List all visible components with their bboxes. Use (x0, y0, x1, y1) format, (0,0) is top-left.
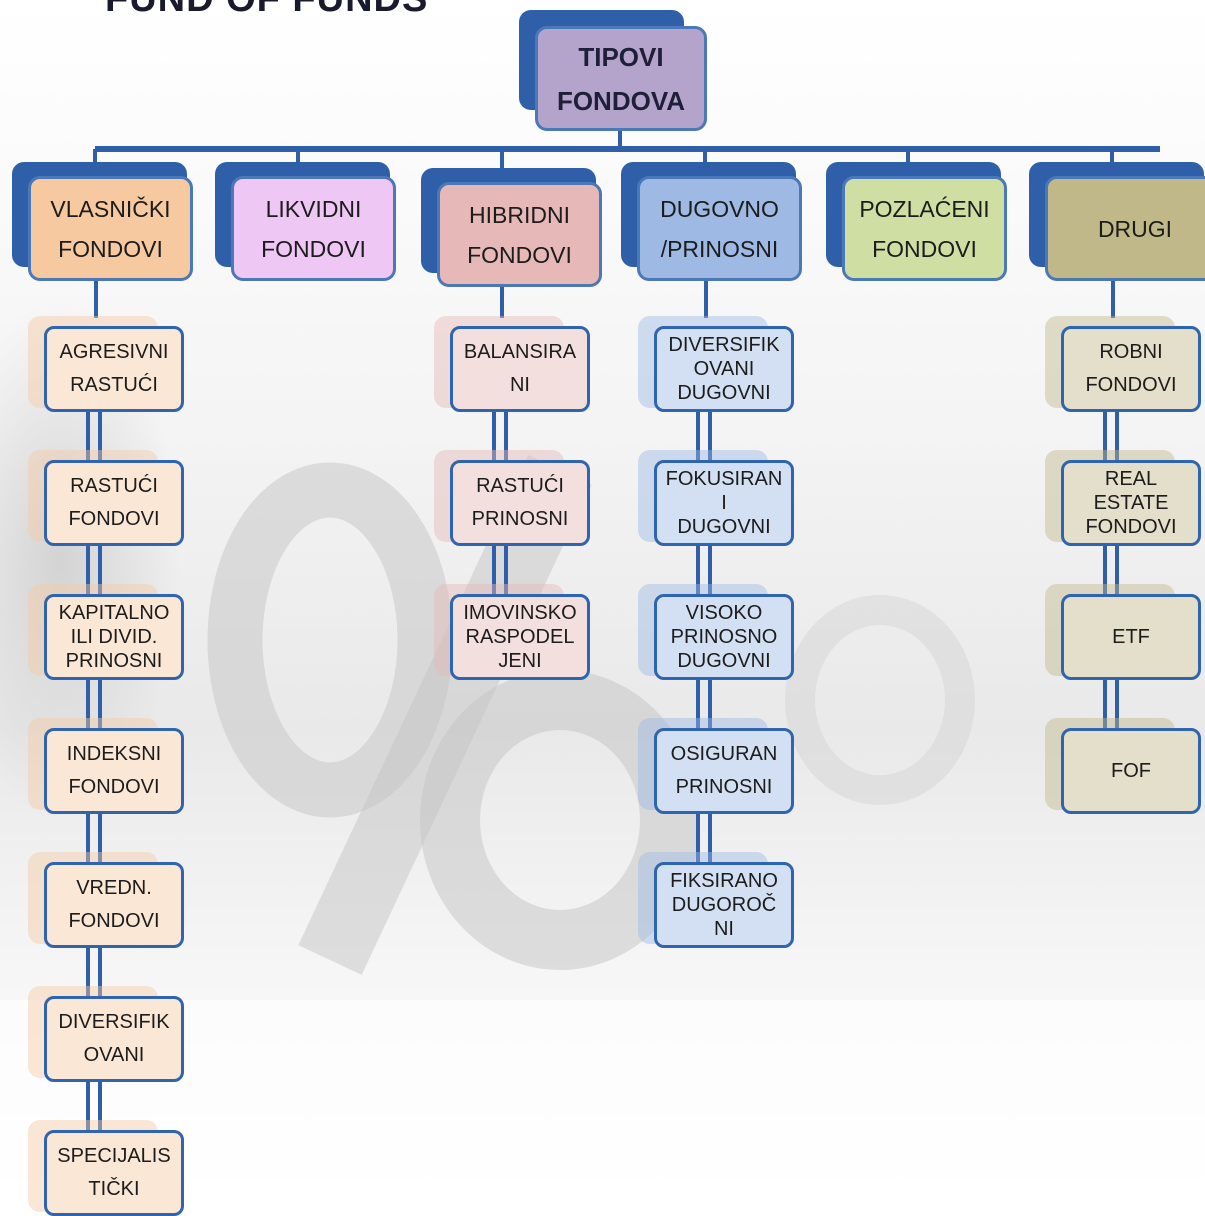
child-vlasnicki-4: VREDN. FONDOVI (44, 862, 184, 948)
child-vlasnicki-1-label: RASTUĆI FONDOVI (68, 475, 160, 530)
child-vlasnicki-4-label: VREDN. FONDOVI (68, 877, 160, 932)
child-vlasnicki-3: INDEKSNI FONDOVI (44, 728, 184, 814)
root-node: TIPOVI FONDOVA (535, 26, 707, 131)
category-likvidni: LIKVIDNI FONDOVI (231, 176, 396, 281)
child-drugi-3-label: FOF (1111, 759, 1151, 782)
category-drugi: DRUGI (1045, 176, 1205, 281)
child-vlasnicki-5-label: DIVERSIFIK OVANI (58, 1011, 170, 1066)
category-likvidni-label: LIKVIDNI FONDOVI (261, 195, 366, 262)
category-pozlaceni: POZLAĆENI FONDOVI (842, 176, 1007, 281)
category-drugi-label: DRUGI (1097, 215, 1173, 242)
category-hibridni: HIBRIDNI FONDOVI (437, 182, 602, 287)
child-hibridni-1: RASTUĆI PRINOSNI (450, 460, 590, 546)
category-vlasnicki-label: VLASNIČKI FONDOVI (50, 195, 171, 262)
category-hibridni-label: HIBRIDNI FONDOVI (467, 201, 572, 268)
child-drugi-0: ROBNI FONDOVI (1061, 326, 1201, 412)
child-dugovno-2: VISOKO PRINOSNO DUGOVNI (654, 594, 794, 680)
child-hibridni-1-label: RASTUĆI PRINOSNI (471, 475, 569, 530)
child-drugi-2: ETF (1061, 594, 1201, 680)
child-vlasnicki-2-label: KAPITALNO ILI DIVID. PRINOSNI (58, 602, 170, 672)
child-dugovno-4-label: FIKSIRANO DUGOROČ NI (670, 870, 778, 940)
child-vlasnicki-5: DIVERSIFIK OVANI (44, 996, 184, 1082)
child-dugovno-4: FIKSIRANO DUGOROČ NI (654, 862, 794, 948)
child-hibridni-2: IMOVINSKO RASPODEL JENI (450, 594, 590, 680)
category-pozlaceni-label: POZLAĆENI FONDOVI (859, 195, 990, 262)
child-dugovno-2-label: VISOKO PRINOSNO DUGOVNI (670, 602, 778, 672)
category-vlasnicki: VLASNIČKI FONDOVI (28, 176, 193, 281)
child-vlasnicki-0-label: AGRESIVNI RASTUĆI (59, 341, 169, 396)
child-vlasnicki-1: RASTUĆI FONDOVI (44, 460, 184, 546)
child-hibridni-0: BALANSIRA NI (450, 326, 590, 412)
child-vlasnicki-3-label: INDEKSNI FONDOVI (66, 743, 162, 798)
partial-title: FUND OF FUNDS (105, 0, 428, 21)
child-hibridni-2-label: IMOVINSKO RASPODEL JENI (463, 602, 577, 672)
child-vlasnicki-6: SPECIJALIS TIČKI (44, 1130, 184, 1216)
child-vlasnicki-6-label: SPECIJALIS TIČKI (57, 1145, 171, 1200)
child-hibridni-0-label: BALANSIRA NI (463, 341, 577, 396)
category-dugovno-label: DUGOVNO /PRINOSNI (660, 195, 779, 262)
child-dugovno-3-label: OSIGURAN PRINOSNI (670, 743, 778, 798)
child-drugi-3: FOF (1061, 728, 1201, 814)
child-drugi-1-label: REAL ESTATE FONDOVI (1085, 468, 1177, 538)
child-vlasnicki-0: AGRESIVNI RASTUĆI (44, 326, 184, 412)
child-drugi-1: REAL ESTATE FONDOVI (1061, 460, 1201, 546)
root-node-label: TIPOVI FONDOVA (556, 41, 686, 116)
child-dugovno-0-label: DIVERSIFIK OVANI DUGOVNI (668, 334, 780, 404)
child-drugi-0-label: ROBNI FONDOVI (1085, 341, 1177, 396)
child-dugovno-3: OSIGURAN PRINOSNI (654, 728, 794, 814)
child-dugovno-1-label: FOKUSIRAN I DUGOVNI (665, 468, 783, 538)
child-dugovno-1: FOKUSIRAN I DUGOVNI (654, 460, 794, 546)
child-dugovno-0: DIVERSIFIK OVANI DUGOVNI (654, 326, 794, 412)
child-vlasnicki-2: KAPITALNO ILI DIVID. PRINOSNI (44, 594, 184, 680)
child-drugi-2-label: ETF (1112, 625, 1150, 648)
category-dugovno: DUGOVNO /PRINOSNI (637, 176, 802, 281)
